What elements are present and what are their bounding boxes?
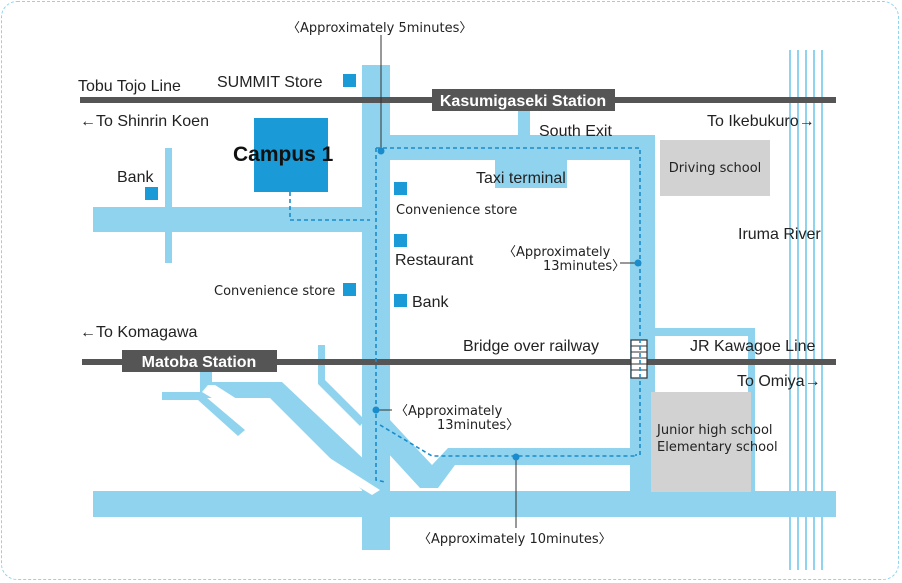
convenience-upper-marker	[394, 182, 407, 195]
route-time-right-1: 〈Approximately	[503, 245, 611, 260]
campus-building	[254, 118, 328, 192]
iruma-river	[789, 50, 823, 570]
bank-center-label: Bank	[412, 294, 449, 311]
bank-center-marker	[394, 294, 407, 307]
route-time-top: 〈Approximately 5minutes〉	[287, 21, 472, 36]
restaurant-marker	[394, 234, 407, 247]
route-time-right-2: 13minutes〉	[543, 259, 625, 274]
bank-left-label: Bank	[117, 169, 154, 186]
walking-route	[289, 147, 641, 483]
restaurant-label: Restaurant	[395, 252, 474, 269]
bank-left-marker	[145, 187, 158, 200]
poi-markers	[145, 74, 407, 307]
bridge-label: Bridge over railway	[463, 338, 599, 355]
school-label-2: Elementary school	[657, 440, 778, 455]
road-bank-branch	[165, 148, 172, 263]
route-leader-lines	[376, 35, 638, 528]
road-station-loop	[390, 135, 655, 495]
route-dots	[372, 147, 642, 461]
taxi-terminal	[495, 160, 567, 188]
route-time-mid-2: 13minutes〉	[437, 418, 519, 433]
school-label-1: Junior high school	[656, 423, 773, 438]
ikebukuro-label: To Ikebukuro→	[707, 113, 815, 130]
driving-school-block	[660, 140, 770, 196]
kasumigaseki-label: Kasumigaseki Station	[440, 93, 606, 110]
road-branch-left	[162, 392, 245, 436]
omiya-label: To Omiya→	[737, 373, 821, 390]
summit-store-label: SUMMIT Store	[217, 74, 323, 91]
route-time-mid-1: 〈Approximately	[395, 404, 503, 419]
road-diagonal-matoba-b	[202, 385, 380, 495]
jr-kawagoe-rail	[82, 359, 836, 365]
driving-school-label: Driving school	[669, 161, 762, 176]
convenience-lower-marker	[343, 283, 356, 296]
convenience-upper-label: Convenience store	[396, 203, 517, 218]
school-block	[651, 392, 751, 492]
road-diagonal-south	[376, 420, 635, 488]
iruma-river-label: Iruma River	[738, 226, 821, 243]
road-south-exit	[518, 110, 530, 140]
kasumigaseki-station-box	[432, 89, 615, 111]
railway-bridge	[630, 339, 648, 379]
matoba-label: Matoba Station	[142, 354, 257, 371]
road-branch-mid	[318, 345, 365, 426]
tobu-tojo-label: Tobu Tojo Line	[78, 78, 181, 95]
jr-kawagoe-label: JR Kawagoe Line	[690, 338, 816, 355]
taxi-terminal-label: Taxi terminal	[476, 170, 566, 187]
convenience-lower-label: Convenience store	[214, 284, 335, 299]
matoba-station-box	[122, 350, 277, 372]
campus-label: Campus 1	[233, 143, 334, 166]
route-time-bottom: 〈Approximately 10minutes〉	[418, 532, 612, 547]
south-exit-label: South Exit	[539, 123, 612, 140]
shinrin-koen-label: ←To Shinrin Koen	[80, 113, 209, 130]
roads	[93, 65, 836, 550]
summit-store-marker	[343, 74, 356, 87]
komagawa-label: ←To Komagawa	[80, 324, 197, 341]
road-bottom	[93, 491, 836, 517]
road-left-horizontal	[93, 207, 373, 232]
